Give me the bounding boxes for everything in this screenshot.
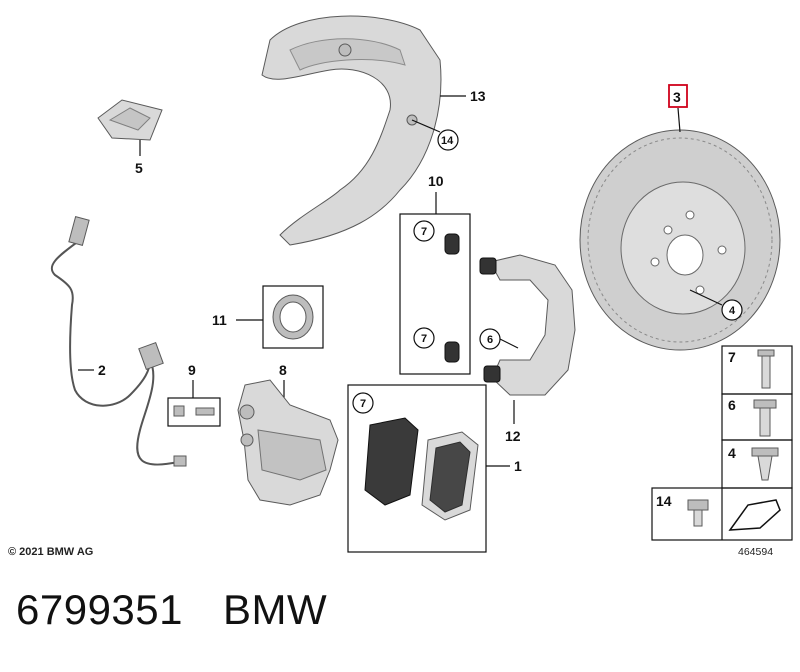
callout-7c: 7 — [360, 398, 366, 410]
brake-disc-part — [579, 129, 781, 351]
legend-6: 6 — [728, 397, 736, 413]
seal-ring-part — [272, 294, 314, 340]
callout-7a: 7 — [421, 226, 427, 238]
leader-3 — [677, 107, 681, 133]
callout-circle-14 — [437, 129, 459, 151]
callout-circle-4 — [721, 299, 743, 321]
fastener-legend: 7 6 4 14 — [651, 345, 793, 541]
callout-2: 2 — [98, 362, 106, 378]
part-info-line: 6799351 BMW — [16, 586, 327, 634]
leader-14 — [411, 119, 441, 133]
legend-14: 14 — [656, 493, 672, 509]
callout-13: 13 — [470, 88, 486, 104]
hex-bolt-icon — [687, 499, 709, 511]
callout-10: 10 — [428, 173, 444, 189]
callout-14: 14 — [441, 135, 454, 147]
callout-6: 6 — [487, 334, 493, 346]
caliper-carrier-part — [479, 254, 576, 396]
wear-sensor-part — [50, 216, 187, 467]
parts-diagram: 13 14 5 2 11 9 8 10 — [8, 15, 793, 558]
arrow-icon — [728, 499, 781, 531]
flange-bolt-icon — [753, 399, 777, 409]
guide-sleeve-top — [444, 233, 460, 255]
callout-9: 9 — [188, 362, 196, 378]
leader-6 — [499, 338, 519, 349]
callout-8: 8 — [279, 362, 287, 378]
part-number: 6799351 — [16, 586, 184, 633]
callout-1: 1 — [514, 458, 522, 474]
part-1-box — [347, 384, 487, 553]
bolt-icon — [761, 351, 771, 389]
legend-4: 4 — [728, 445, 736, 461]
caliper-housing-part — [237, 379, 339, 506]
callout-3: 3 — [673, 89, 681, 105]
part-11-box — [262, 285, 324, 349]
highlight-box-3 — [668, 84, 688, 108]
callout-4: 4 — [729, 305, 736, 317]
grease-packet-part — [97, 99, 163, 141]
copyright-text: © 2021 BMW AG — [8, 546, 93, 558]
guide-sleeve-bottom — [444, 341, 460, 363]
brake-pad-part — [364, 417, 479, 521]
leader-4 — [689, 289, 723, 306]
diagram-number: 464594 — [738, 546, 773, 558]
callout-11: 11 — [212, 312, 227, 328]
disc-screw-icon — [751, 447, 779, 457]
splash-shield-part — [261, 15, 442, 246]
part-9-box — [167, 397, 221, 427]
callout-7b: 7 — [421, 333, 427, 345]
callout-12: 12 — [505, 428, 521, 444]
legend-7: 7 — [728, 349, 736, 365]
brand-name: BMW — [223, 586, 328, 633]
callout-circle-7c — [352, 392, 374, 414]
callout-circle-7a — [413, 220, 435, 242]
part-10-box — [399, 213, 471, 375]
callout-circle-7b — [413, 327, 435, 349]
bleeder-screw-part — [173, 405, 215, 417]
callout-5: 5 — [135, 160, 143, 176]
